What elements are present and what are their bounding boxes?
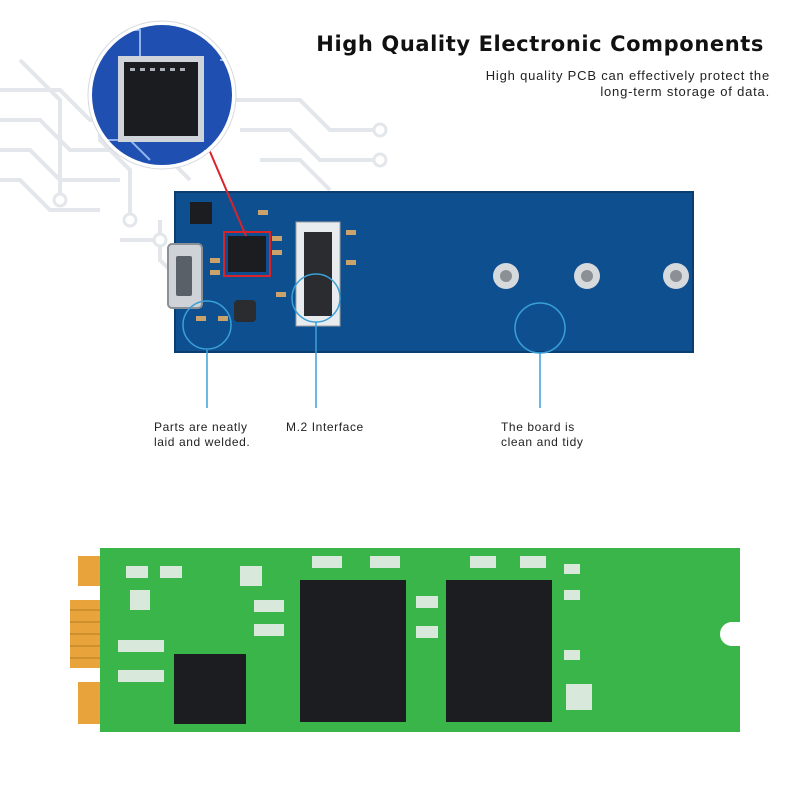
nand-chip-2 xyxy=(446,580,552,722)
callout-m2-interface: M.2 Interface xyxy=(286,420,364,435)
nand-chip-1 xyxy=(300,580,406,722)
callout-board-clean: The board is clean and tidy xyxy=(501,420,583,450)
description-line-2: long-term storage of data. xyxy=(600,84,770,99)
controller-chip xyxy=(228,236,266,272)
gold-edge-contacts xyxy=(70,556,100,724)
headline-description: High quality PCB can effectively protect… xyxy=(430,68,770,100)
headline-title: High Quality Electronic Components xyxy=(316,32,764,56)
mounting-holes xyxy=(493,263,689,289)
callout-board-line-1: The board is xyxy=(501,420,575,434)
magnifier-pointer-line xyxy=(204,139,247,237)
callout-m2-line-1: M.2 Interface xyxy=(286,420,364,434)
magnified-chip-view xyxy=(87,20,237,170)
ssd-controller-chip xyxy=(174,654,246,724)
callout-parts-line-2: laid and welded. xyxy=(154,435,251,449)
callout-board-line-2: clean and tidy xyxy=(501,435,584,449)
blue-adapter-board xyxy=(167,191,694,354)
description-line-1: High quality PCB can effectively protect… xyxy=(485,68,770,83)
green-ssd-board xyxy=(70,548,744,732)
callout-parts-welded: Parts are neatly laid and welded. xyxy=(154,420,250,450)
callout-parts-line-1: Parts are neatly xyxy=(154,420,248,434)
